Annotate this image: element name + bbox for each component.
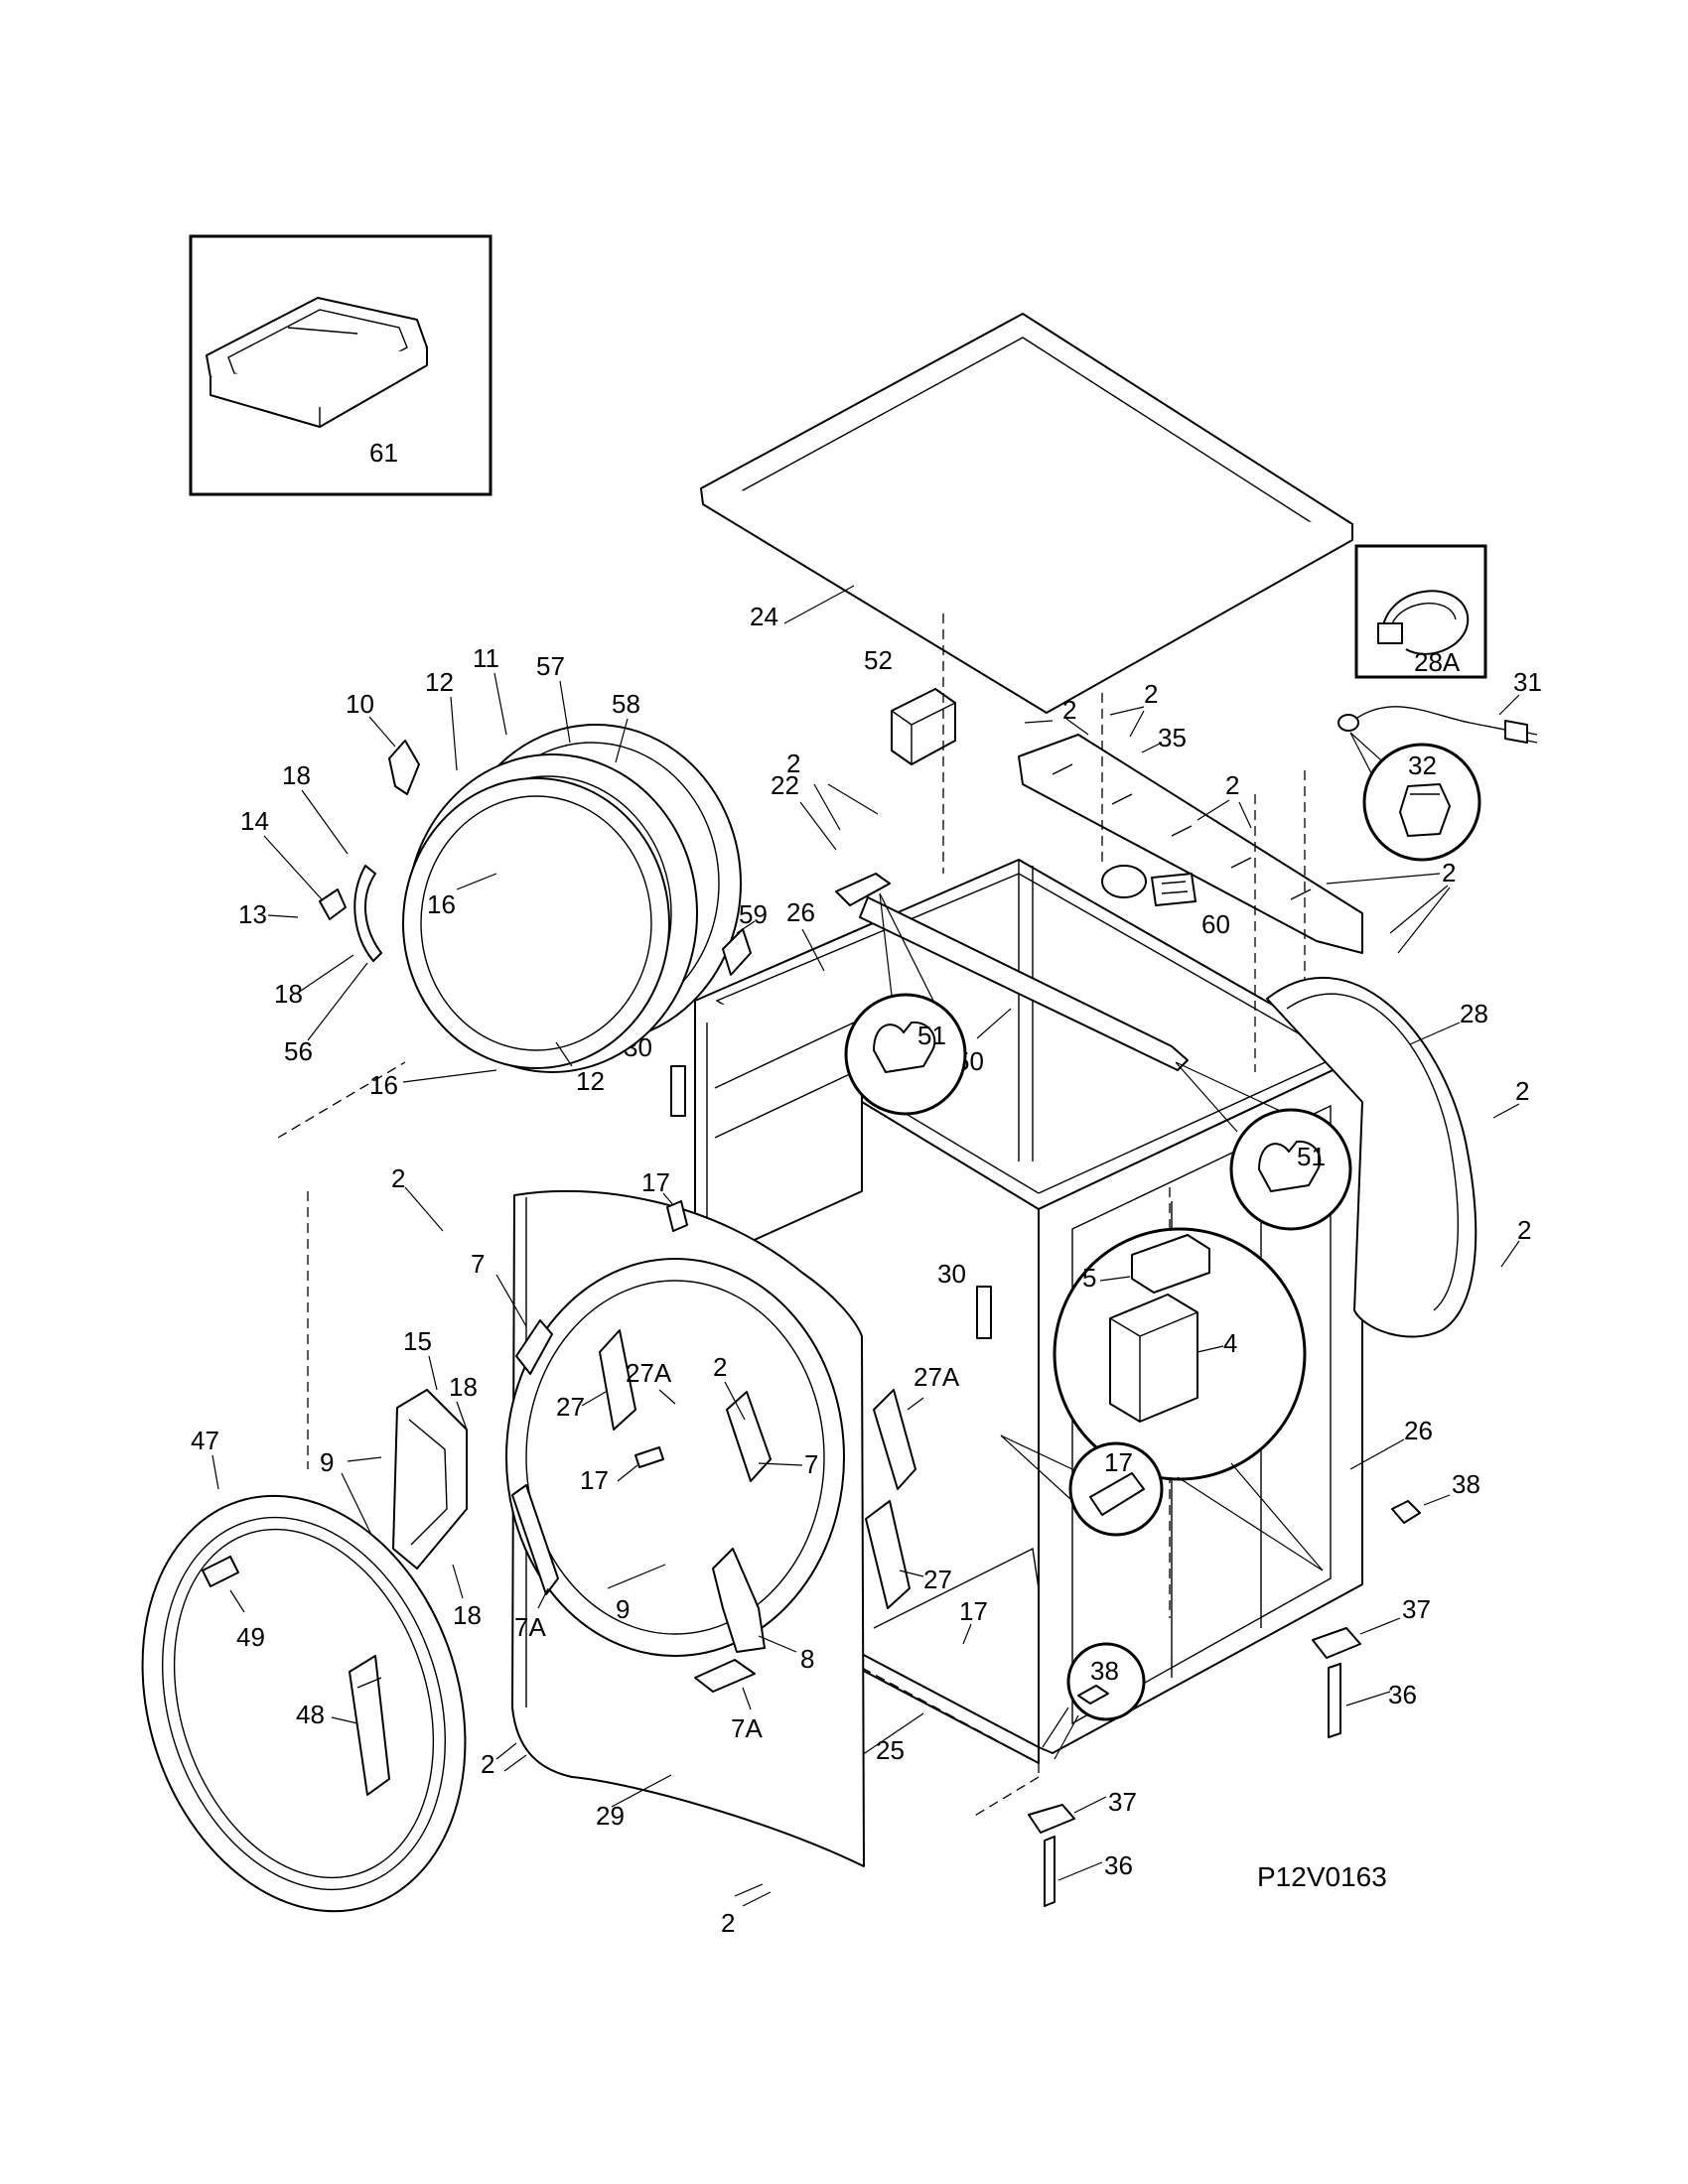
label-60: 60: [1201, 909, 1230, 939]
feet-assembly: 38 38 37 36 37 36: [1028, 1469, 1480, 1907]
label-8: 8: [800, 1644, 814, 1674]
label-36b: 36: [1104, 1850, 1133, 1880]
label-48: 48: [296, 1700, 325, 1729]
screws-lower: 2 2: [481, 1742, 772, 1938]
label-17b: 17: [580, 1465, 609, 1495]
label-2c: 2: [786, 749, 800, 778]
power-cord-31: 31: [1337, 667, 1542, 744]
rear-bracket-35: 35: [1018, 723, 1363, 954]
door-seal-assembly: 59 10 12 11 57 58 16 16 12 18 14 13 18 5…: [238, 643, 768, 1469]
labels-cabinet: 26 26 50 25: [786, 897, 1433, 1765]
label-7a: 7: [471, 1249, 485, 1279]
label-2b: 2: [1144, 679, 1158, 709]
label-27a: 27: [556, 1392, 585, 1422]
label-18c: 18: [449, 1372, 478, 1402]
label-17c: 17: [1104, 1447, 1133, 1477]
label-2a: 2: [1062, 695, 1076, 725]
label-10: 10: [346, 689, 374, 719]
label-2e: 2: [1442, 858, 1456, 887]
label-49: 49: [236, 1622, 265, 1652]
label-16b: 16: [369, 1070, 398, 1100]
label-16a: 16: [427, 889, 456, 919]
label-17d: 17: [959, 1596, 988, 1626]
label-7Aa: 7A: [514, 1612, 546, 1642]
label-37a: 37: [1402, 1594, 1431, 1624]
label-56: 56: [284, 1036, 313, 1066]
part-60: 60: [1101, 865, 1230, 939]
rear-cover-28: 28 2 2: [1266, 976, 1531, 1338]
door-47: 47 49 48: [141, 1426, 467, 1913]
label-2k: 2: [481, 1749, 494, 1779]
label-18a: 18: [282, 760, 311, 790]
label-59: 59: [739, 899, 768, 929]
label-2g: 2: [1515, 1076, 1529, 1106]
inset-box-61: 61: [189, 234, 492, 496]
label-2d: 2: [1225, 770, 1239, 800]
label-52: 52: [864, 645, 893, 675]
label-18d: 18: [453, 1600, 482, 1630]
label-36a: 36: [1388, 1680, 1417, 1709]
label-7b: 7: [804, 1449, 818, 1479]
label-27Ab: 27A: [914, 1362, 960, 1392]
label-2l: 2: [721, 1908, 735, 1938]
label-13: 13: [238, 899, 267, 929]
label-31: 31: [1513, 667, 1542, 697]
part-52: 52: [864, 645, 956, 765]
label-57: 57: [536, 651, 565, 681]
label-9b: 9: [616, 1594, 630, 1624]
front-panel-29: 29: [505, 1189, 865, 1867]
label-15: 15: [403, 1326, 432, 1356]
label-51a: 51: [917, 1021, 946, 1050]
label-24: 24: [750, 602, 778, 631]
label-2j: 2: [391, 1163, 405, 1193]
brackets-30: 30 30: [624, 1032, 992, 1339]
label-30b: 30: [937, 1259, 966, 1289]
label-51b: 51: [1297, 1142, 1326, 1171]
label-12a: 12: [425, 667, 454, 697]
callout-4-5: 5 4: [1053, 1227, 1324, 1571]
label-14: 14: [240, 806, 269, 836]
callout-32: 32: [1349, 732, 1481, 862]
label-2h: 2: [1517, 1215, 1531, 1245]
label-7Ab: 7A: [731, 1713, 763, 1743]
label-4: 4: [1223, 1328, 1237, 1358]
label-26a: 26: [786, 897, 815, 927]
label-27b: 27: [923, 1565, 952, 1594]
label-12b: 12: [576, 1066, 605, 1096]
label-22a: 22: [771, 770, 799, 800]
label-28: 28: [1460, 999, 1488, 1028]
top-panel-24: 24: [700, 313, 1353, 714]
label-61: 61: [369, 438, 398, 468]
callout-51a: 51: [844, 892, 967, 1116]
drawing-number: P12V0163: [1257, 1861, 1387, 1892]
label-47: 47: [191, 1426, 219, 1455]
label-26b: 26: [1404, 1416, 1433, 1445]
label-58: 58: [612, 689, 640, 719]
label-38b: 38: [1452, 1469, 1480, 1499]
label-37b: 37: [1108, 1787, 1137, 1817]
label-29: 29: [596, 1801, 625, 1831]
label-25: 25: [876, 1735, 905, 1765]
callout-17: 17 17: [959, 1434, 1164, 1645]
label-2i: 2: [713, 1352, 727, 1382]
label-18b: 18: [274, 979, 303, 1009]
callout-51b: 51: [1175, 1061, 1352, 1231]
label-11: 11: [473, 643, 499, 673]
label-5: 5: [1082, 1263, 1096, 1293]
label-32: 32: [1408, 751, 1437, 780]
label-28A: 28A: [1414, 647, 1461, 677]
label-27Aa: 27A: [626, 1358, 672, 1388]
label-35: 35: [1158, 723, 1187, 752]
label-17a: 17: [641, 1167, 670, 1197]
inset-box-28A: 28A: [1354, 544, 1487, 679]
label-38a: 38: [1090, 1656, 1119, 1686]
label-9a: 9: [320, 1447, 334, 1477]
front-panel-parts: 7 27 27A 7 2 8 7A 7A 9 17 17 2 27: [320, 1163, 960, 1743]
